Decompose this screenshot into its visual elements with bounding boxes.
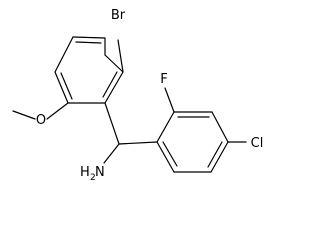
- bond-central-nitrogen: [103, 143, 120, 164]
- bond-b6-b1: [156, 141, 175, 173]
- bromine-label: Br: [111, 8, 126, 23]
- bond-central-ringB: [118, 141, 158, 145]
- bond-oxygen-methyl: [12, 110, 36, 120]
- bond-a1-a2b: [104, 54, 124, 73]
- structure-canvas: Br F O Cl H 2 N: [12, 8, 264, 183]
- bond-b3-b4: [211, 111, 229, 143]
- amine-h-label: H: [80, 165, 90, 180]
- chlorine-label: Cl: [251, 136, 264, 151]
- bond-a4-a5: [54, 71, 69, 104]
- bond-a4-a5-inner: [60, 72, 73, 100]
- bond-b6-b1-inner: [162, 141, 178, 167]
- methoxy-group: [12, 102, 69, 120]
- bond-b1-b2: [156, 111, 175, 143]
- bond-a1-br: [117, 39, 124, 73]
- oxygen-label: O: [36, 113, 46, 128]
- ring-fluoro-chloro: [156, 87, 247, 173]
- bond-a3-a4: [54, 36, 74, 73]
- bond-b4-b5-inner: [207, 141, 223, 168]
- bond-ringA-central: [104, 102, 120, 145]
- bond-a6-a1: [104, 71, 124, 104]
- molecule-diagram: Br F O Cl H 2 N: [12, 8, 264, 183]
- bond-a2-a3: [72, 36, 106, 39]
- fluorine-label: F: [160, 72, 167, 87]
- ring-bromo-methoxy: [54, 36, 124, 104]
- bond-a6-a1-inner: [102, 71, 118, 98]
- amine-label: H 2 N: [80, 165, 105, 183]
- amine-n-label: N: [95, 165, 105, 180]
- bond-b4-b5: [210, 141, 229, 173]
- bond-ring-oxygen: [46, 102, 69, 120]
- central-carbon: [103, 102, 158, 164]
- amine-h-subscript: 2: [90, 173, 96, 183]
- bond-b2-fluorine: [164, 87, 175, 113]
- bond-a2-a3-inner: [75, 41, 102, 44]
